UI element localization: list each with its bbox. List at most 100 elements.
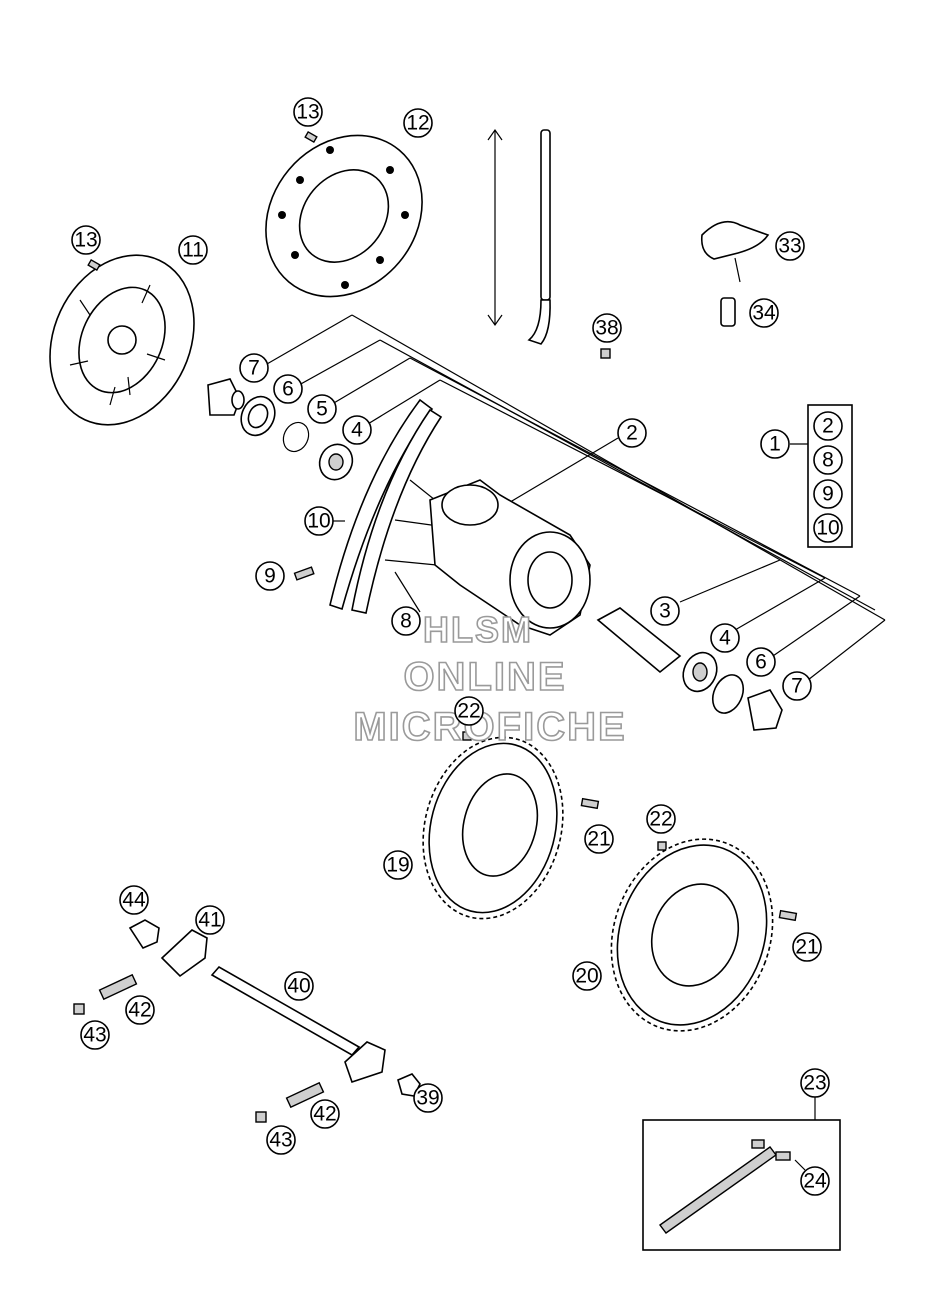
callout-34: 34: [749, 298, 779, 328]
sprocket-screw: [580, 797, 600, 810]
svg-text:5: 5: [316, 398, 328, 421]
svg-text:44: 44: [122, 889, 146, 912]
svg-text:42: 42: [313, 1103, 336, 1126]
rear-sprocket-small: [422, 736, 564, 920]
callout-3: 3: [650, 596, 680, 626]
callout-20: 20: [572, 961, 602, 991]
svg-text:43: 43: [83, 1024, 106, 1047]
callout-24: 24: [800, 1166, 830, 1196]
svg-text:10: 10: [816, 517, 839, 540]
callout-9: 9: [255, 561, 285, 591]
callout-22-lower: 22: [646, 804, 676, 834]
svg-text:8: 8: [400, 610, 412, 633]
callout-kit-10: 10: [813, 513, 843, 543]
svg-text:6: 6: [755, 651, 767, 674]
svg-text:7: 7: [248, 357, 260, 380]
sprocket-screw: [778, 909, 798, 922]
callout-40: 40: [284, 971, 314, 1001]
svg-text:6: 6: [282, 378, 294, 401]
watermark-line2: ONLINE: [403, 655, 566, 699]
spoke-part: [487, 128, 551, 345]
callout-23: 23: [800, 1068, 830, 1098]
sprocket-nut: [657, 841, 667, 851]
brake-disc-petal: [265, 134, 423, 298]
callout-11: 11: [178, 235, 208, 265]
svg-text:4: 4: [719, 627, 731, 650]
svg-text:38: 38: [595, 317, 618, 340]
callout-2: 2: [617, 418, 647, 448]
callout-7-left: 7: [239, 353, 269, 383]
svg-text:10: 10: [307, 510, 330, 533]
callout-kit-8: 8: [813, 445, 843, 475]
svg-text:22: 22: [457, 700, 480, 723]
callout-12: 12: [403, 108, 433, 138]
callout-19: 19: [383, 850, 413, 880]
sprocket-nut: [462, 731, 472, 741]
rim-screw: [293, 566, 315, 581]
svg-text:8: 8: [822, 449, 834, 472]
right-bearing-stack: [596, 607, 783, 731]
callout-21-lower: 21: [792, 932, 822, 962]
svg-text:13: 13: [74, 229, 97, 252]
svg-text:19: 19: [386, 854, 409, 877]
callout-39: 39: [413, 1083, 443, 1113]
svg-text:1: 1: [769, 433, 781, 456]
svg-text:2: 2: [822, 415, 834, 438]
leader-lines: [259, 314, 886, 681]
svg-text:43: 43: [269, 1129, 292, 1152]
svg-text:9: 9: [264, 565, 276, 588]
svg-text:3: 3: [659, 600, 671, 623]
callout-44: 44: [119, 885, 149, 915]
svg-text:20: 20: [575, 965, 598, 988]
callout-kit-9: 9: [813, 479, 843, 509]
svg-text:9: 9: [822, 483, 834, 506]
svg-text:23: 23: [803, 1072, 826, 1095]
svg-text:24: 24: [803, 1170, 827, 1193]
rear-sprocket-large: [610, 838, 774, 1032]
svg-text:13: 13: [296, 101, 319, 124]
brake-disc-wave: [49, 254, 195, 426]
svg-text:11: 11: [182, 239, 204, 262]
callout-21-upper: 21: [584, 824, 614, 854]
svg-text:4: 4: [351, 419, 363, 442]
svg-text:34: 34: [752, 302, 776, 325]
svg-text:41: 41: [198, 909, 221, 932]
svg-text:12: 12: [406, 112, 429, 135]
left-bearing-stack: [207, 378, 354, 481]
chain-adjuster: [128, 919, 208, 978]
rear-axle: [210, 965, 386, 1084]
callout-5: 5: [307, 394, 337, 424]
callout-43-upper: 43: [80, 1020, 110, 1050]
rear-hub: [384, 479, 591, 636]
svg-text:21: 21: [795, 936, 818, 959]
disc-screw: [87, 130, 318, 272]
callout-41: 41: [195, 905, 225, 935]
callout-1: 1: [760, 429, 790, 459]
svg-text:39: 39: [416, 1087, 439, 1110]
watermark-line1: HLSM: [423, 609, 533, 650]
svg-text:42: 42: [128, 999, 151, 1022]
callout-10: 10: [304, 506, 334, 536]
callout-38: 38: [592, 313, 622, 343]
rear-rim: [329, 398, 443, 614]
svg-text:2: 2: [626, 422, 638, 445]
svg-text:7: 7: [791, 675, 803, 698]
callout-33: 33: [775, 231, 805, 261]
callout-kit-2: 2: [813, 411, 843, 441]
svg-text:40: 40: [287, 975, 310, 998]
callout-13-upper: 13: [293, 97, 323, 127]
callout-42-lower: 42: [310, 1099, 340, 1129]
callout-4-left: 4: [342, 415, 372, 445]
callout-6-right: 6: [746, 647, 776, 677]
watermark-line3: MICROFICHE: [353, 705, 626, 749]
svg-text:33: 33: [778, 235, 801, 258]
callout-7-right: 7: [782, 671, 812, 701]
rim-lock: [700, 220, 770, 327]
callout-42-upper: 42: [125, 995, 155, 1025]
callout-13-lower: 13: [71, 225, 101, 255]
svg-text:22: 22: [649, 808, 672, 831]
spoke-nipple: [600, 348, 611, 359]
callout-4-right: 4: [710, 623, 740, 653]
callout-43-lower: 43: [266, 1125, 296, 1155]
